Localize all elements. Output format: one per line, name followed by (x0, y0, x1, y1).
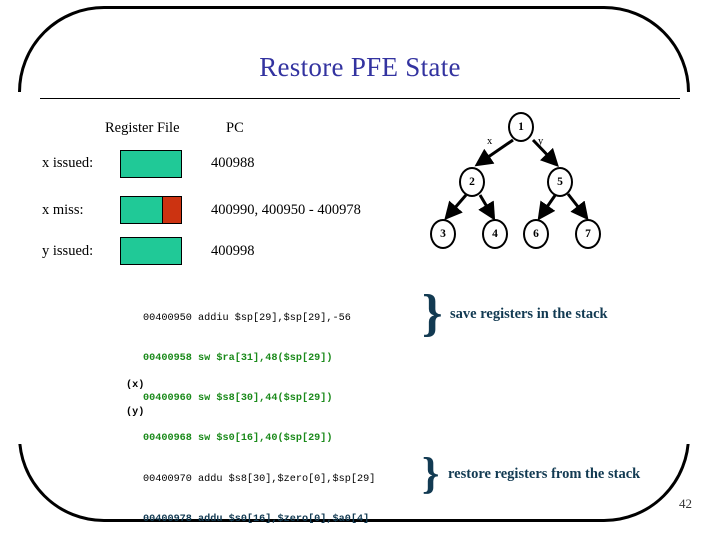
caption-restore-registers: restore registers from the stack (448, 466, 641, 482)
code-marker-x: (x) (126, 379, 145, 391)
page-title: Restore PFE State (259, 52, 461, 82)
code-marker-y: (y) (126, 406, 145, 418)
register-file-bar-x-miss (120, 196, 182, 224)
page-number: 42 (679, 496, 692, 511)
code-line: 00400950 addiu $sp[29],$sp[29],-56 (143, 312, 351, 324)
column-header-pc: PC (226, 120, 244, 136)
state-row-label-x-issued: x issued: (42, 155, 94, 171)
register-file-bar-x-issued (120, 150, 182, 178)
tree-node-2: 2 (459, 167, 485, 197)
tree-node-6: 6 (523, 219, 549, 249)
code-line: 00400978 addu $s0[16],$zero[0],$a0[4] (143, 513, 370, 525)
tree-edges-svg (444, 138, 589, 221)
tree-edge-label-y: y (538, 136, 544, 147)
register-bar-green-segment (121, 151, 181, 177)
pc-value-y-issued: 400998 (211, 243, 255, 259)
tree-node-7: 7 (575, 219, 601, 249)
register-bar-green-segment (121, 238, 181, 264)
title-divider (40, 98, 680, 99)
register-file-bar-y-issued (120, 237, 182, 265)
code-line: 00400960 sw $s8[30],44($sp[29]) (143, 393, 333, 405)
caption-save-registers: save registers in the stack (450, 306, 608, 322)
pc-value-x-miss: 400990, 400950 - 400978 (211, 202, 361, 218)
tree-node-1: 1 (508, 112, 534, 142)
pc-value-x-issued: 400988 (211, 155, 255, 171)
code-line: 00400970 addu $s8[30],$zero[0],$sp[29] (143, 473, 376, 485)
frame-mask-right (686, 92, 720, 444)
state-row-label-x-miss: x miss: (42, 202, 84, 218)
code-line: 00400958 sw $ra[31],48($sp[29]) (143, 353, 333, 365)
brace-restore-registers: } (422, 449, 440, 498)
tree-node-3: 3 (430, 219, 456, 249)
binary-tree-diagram: 1 2 5 3 4 6 7 x y (420, 112, 620, 262)
frame-mask-left (0, 92, 34, 444)
tree-node-5: 5 (547, 167, 573, 197)
tree-edge-label-x: x (487, 136, 493, 147)
column-header-register-file: Register File (105, 120, 180, 136)
register-bar-red-segment (162, 197, 181, 223)
tree-node-4: 4 (482, 219, 508, 249)
state-row-label-y-issued: y issued: (42, 243, 94, 259)
code-line: 00400968 sw $s0[16],40($sp[29]) (143, 433, 333, 445)
assembly-code-listing: 00400950 addiu $sp[29],$sp[29],-56 00400… (126, 285, 376, 540)
register-bar-green-segment (121, 197, 163, 223)
brace-save-registers: } (422, 285, 443, 342)
